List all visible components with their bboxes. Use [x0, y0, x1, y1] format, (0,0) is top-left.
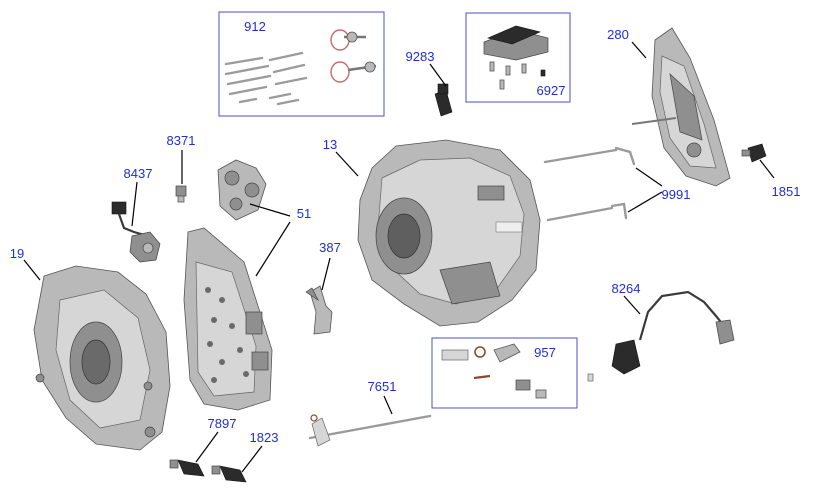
part-8437-sensor-harness[interactable]	[111, 201, 161, 263]
part-6927-solenoid-kit[interactable]	[483, 25, 549, 90]
callout-280[interactable]: 280	[607, 27, 629, 42]
leader-8437	[131, 181, 138, 227]
leader-9283	[429, 63, 447, 87]
leader-9991-b	[627, 191, 663, 213]
leader-1851	[759, 159, 775, 179]
callout-9991[interactable]: 9991	[662, 187, 691, 202]
part-9283-elbow-fitting[interactable]	[434, 83, 453, 117]
part-8264-cable-harness[interactable]	[611, 290, 735, 375]
callout-8371[interactable]: 8371	[167, 133, 196, 148]
part-7651-shift-shaft[interactable]	[308, 414, 432, 447]
leader-51-b	[255, 221, 291, 277]
part-387-shift-fork[interactable]	[305, 285, 333, 335]
callout-387[interactable]: 387	[319, 240, 341, 255]
leader-13	[335, 151, 359, 177]
leader-280	[631, 41, 647, 59]
part-7897-speed-sensor[interactable]	[169, 459, 205, 477]
part-51-valve-body[interactable]	[183, 159, 273, 411]
callout-957[interactable]: 957	[534, 345, 556, 360]
callout-9283[interactable]: 9283	[406, 49, 435, 64]
callout-8264[interactable]: 8264	[612, 281, 641, 296]
callout-51[interactable]: 51	[297, 206, 311, 221]
part-1823-speed-sensor[interactable]	[211, 465, 247, 483]
callout-1851[interactable]: 1851	[772, 184, 801, 199]
leader-7651	[383, 395, 393, 415]
part-8371-pressure-sensor[interactable]	[175, 185, 187, 203]
part-9991-shift-rods[interactable]	[543, 146, 636, 222]
part-912-pins-kit[interactable]	[224, 29, 377, 106]
group-box-957	[431, 337, 578, 409]
loose-bolt[interactable]	[587, 373, 594, 382]
part-957-linkage-kit[interactable]	[441, 343, 547, 399]
group-box-6927	[465, 12, 571, 103]
callout-1823[interactable]: 1823	[250, 430, 279, 445]
group-box-912	[218, 11, 385, 117]
callout-7651[interactable]: 7651	[368, 379, 397, 394]
leader-387	[321, 257, 331, 291]
callout-6927[interactable]: 6927	[537, 83, 566, 98]
leader-19	[23, 259, 41, 281]
callout-7897[interactable]: 7897	[208, 416, 237, 431]
part-280-side-cover[interactable]	[631, 27, 731, 187]
callout-13[interactable]: 13	[323, 137, 337, 152]
leader-9991-a	[635, 167, 663, 187]
part-1851-speed-sensor[interactable]	[741, 143, 767, 163]
leader-7897	[195, 431, 219, 463]
leader-8264	[623, 295, 641, 315]
part-19-converter-housing[interactable]	[33, 265, 171, 451]
callout-912[interactable]: 912	[244, 19, 266, 34]
part-13-transmission-case[interactable]	[357, 139, 541, 327]
callout-8437[interactable]: 8437	[124, 166, 153, 181]
callout-19[interactable]: 19	[10, 246, 24, 261]
leader-1823	[241, 445, 263, 473]
leader-51-a	[249, 203, 291, 217]
